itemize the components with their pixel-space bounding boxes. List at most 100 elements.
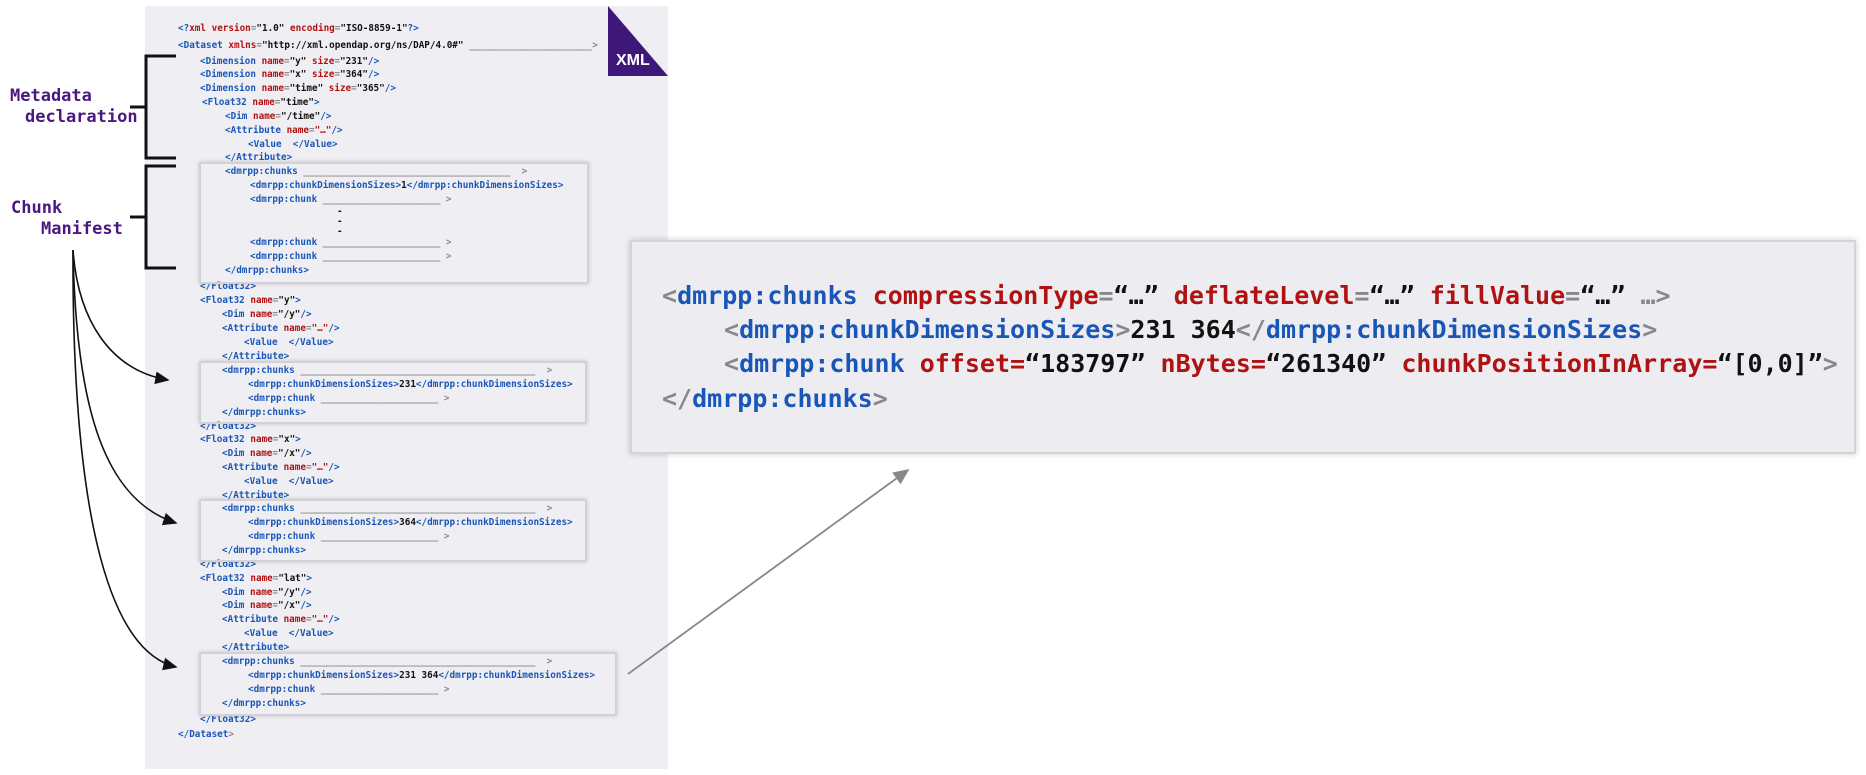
xml-token: _____________________ > [320, 531, 450, 542]
xml-token: name [250, 434, 273, 445]
xml-token: <Attribute [222, 462, 284, 473]
xml-token: "…" [311, 614, 329, 625]
xml-token: "…" [311, 323, 329, 334]
xml-line: <Float32 name="time"> [202, 97, 320, 108]
xml-token: <Float32 [200, 434, 251, 445]
xml-token: <dmrpp:chunks [225, 166, 304, 177]
xml-token: name [283, 614, 306, 625]
xml-token: > [295, 434, 301, 445]
zoom-token: < [724, 315, 740, 344]
xml-token: <dmrpp:chunkDimensionSizes> [248, 517, 400, 528]
zoom-token: dmrpp:chunks [677, 281, 873, 310]
xml-token: name [250, 573, 273, 584]
xml-token: /> [300, 600, 312, 611]
xml-token: </dmrpp:chunks> [222, 407, 306, 418]
chunk-manifest-box-lat [199, 652, 617, 716]
xml-token: _____________________ > [320, 684, 450, 695]
zoom-token: > [1642, 315, 1658, 344]
xml-token: name [250, 600, 273, 611]
xml-token: = [283, 69, 290, 80]
xml-token: <? [178, 23, 190, 34]
zoom-token: < [724, 349, 740, 378]
xml-token: /> [328, 323, 340, 334]
zoom-token: = [1354, 281, 1370, 310]
xml-token: "1.0" [256, 23, 290, 34]
xml-token: > [313, 97, 320, 108]
xml-token: 231 [399, 379, 416, 390]
xml-token: </dmrpp:chunks> [222, 545, 306, 556]
xml-token: "/time" [281, 111, 321, 122]
xml-token: <dmrpp:chunks [222, 656, 301, 667]
xml-token: <Dim [222, 309, 250, 320]
xml-token: name [261, 69, 284, 80]
xml-line: </dmrpp:chunks> [225, 265, 309, 276]
xml-token: /> [300, 448, 312, 459]
xml-token: name [286, 125, 309, 136]
xml-line: <Value </Value> [244, 337, 334, 348]
xml-token: = [250, 23, 257, 34]
xml-token: "…" [314, 125, 332, 136]
xml-token: = [272, 573, 279, 584]
xml-line: <Dim name="/x"/> [222, 448, 312, 459]
zoomed-chunk-manifest-panel [630, 240, 1856, 454]
xml-token: </Value> [288, 476, 334, 487]
xml-line: <Dim name="/y"/> [222, 309, 312, 320]
xml-token: = [272, 587, 278, 598]
zoom-token: “…” [1369, 281, 1430, 310]
xml-token: </dmrpp:chunks> [222, 698, 306, 709]
zoom-arrow [627, 468, 910, 675]
xml-line: </Attribute> [222, 642, 289, 653]
xml-token: encoding [289, 23, 335, 34]
xml-token: </dmrpp:chunkDimensionSizes> [415, 517, 573, 528]
xml-token: = [283, 56, 290, 67]
xml-token: </Value> [288, 337, 334, 348]
xml-token: <Attribute [222, 614, 284, 625]
xml-token: = [272, 600, 278, 611]
xml-token: = [283, 83, 290, 94]
chunk-label-line-2: Manifest [41, 219, 123, 239]
xml-token: <dmrpp:chunk [248, 684, 321, 695]
xml-token: 231 364 [399, 670, 439, 681]
xml-line: <dmrpp:chunk _____________________ > [248, 393, 450, 404]
xml-token: = [272, 309, 278, 320]
xml-token: 364 [399, 517, 416, 528]
xml-token: "/x" [278, 600, 301, 611]
xml-line: <Attribute name="…"/> [225, 125, 343, 136]
xml-line: <Dim name="/y"/> [222, 587, 312, 598]
zoom-line: <dmrpp:chunkDimensionSizes>231 364</dmrp… [724, 314, 1657, 346]
xml-token: > [306, 573, 312, 584]
xml-line: <dmrpp:chunks __________________________… [225, 166, 527, 177]
xml-token: ________________________________________… [300, 365, 553, 376]
xml-token: <dmrpp:chunk [250, 194, 323, 205]
xml-line: <dmrpp:chunk _____________________ > [250, 251, 452, 262]
xml-token: "364" [339, 69, 368, 80]
xml-token: <Dataset [178, 40, 229, 51]
xml-line: <Attribute name="…"/> [222, 462, 340, 473]
xml-token: name [283, 323, 306, 334]
xml-token: ________________________________________… [300, 503, 553, 514]
xml-line: - [337, 226, 343, 237]
zoom-line: <dmrpp:chunks compressionType=“…” deflat… [662, 280, 1671, 312]
xml-token: <Dimension [200, 69, 262, 80]
xml-line: - [337, 206, 343, 217]
xml-line: <Value </Value> [248, 139, 338, 150]
xml-token: _____________________ > [322, 194, 452, 205]
xml-token: - [337, 206, 343, 217]
xml-line: <Dimension name="x" size="364"/> [200, 69, 379, 80]
xml-line: </Attribute> [222, 351, 289, 362]
xml-token: = [305, 462, 312, 473]
xml-line: <Dimension name="y" size="231"/> [200, 56, 379, 67]
xml-token: <Value [244, 476, 289, 487]
xml-token: /> [328, 614, 340, 625]
xml-line: <Float32 name="x"> [200, 434, 301, 445]
chunk-manifest-label: Chunk Manifest [11, 198, 123, 240]
xml-token: </Float32> [200, 281, 256, 292]
zoom-token: …> [1640, 281, 1671, 310]
xml-token: "y" [289, 56, 312, 67]
xml-token: = [334, 69, 340, 80]
xml-token: name [252, 97, 275, 108]
xml-badge-small: XML [608, 6, 668, 76]
xml-token: = [334, 56, 340, 67]
metadata-label-line-2: declaration [25, 107, 138, 127]
xml-line: <dmrpp:chunk _____________________ > [250, 194, 452, 205]
